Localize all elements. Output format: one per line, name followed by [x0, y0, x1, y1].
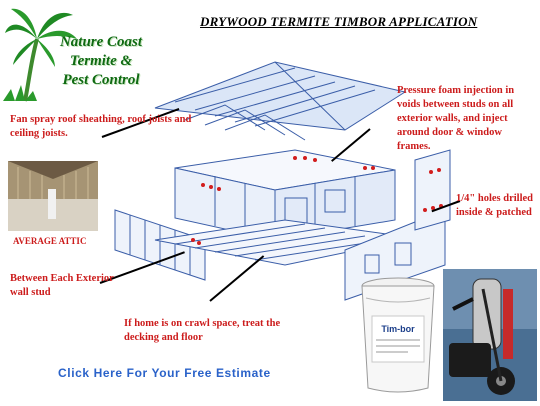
exploded-house-illustration: [114, 61, 451, 301]
logo-text[interactable]: Nature Coast Termite & Pest Control: [46, 33, 156, 90]
logo-line-3: Pest Control: [62, 72, 140, 88]
logo-line-1: Nature Coast: [59, 34, 143, 50]
sprayer-image: [443, 269, 537, 401]
logo-line-2: Termite &: [69, 53, 133, 69]
free-estimate-link[interactable]: Click Here For Your Free Estimate: [58, 366, 271, 380]
attic-photo: [8, 161, 98, 231]
timbor-bucket-photo: Tim-bor: [358, 276, 438, 396]
palm-tree-icon: [3, 8, 77, 102]
sprayer-equipment-photo: [443, 269, 537, 401]
bucket-brand-label: Tim-bor: [381, 324, 415, 334]
note-pressure-foam: Pressure foam injection in voids between…: [397, 85, 515, 152]
bucket-image: Tim-bor: [361, 277, 435, 393]
note-fan-spray: Fan spray roof sheathing, roof joists an…: [10, 114, 192, 139]
attic-caption: AVERAGE ATTIC: [13, 236, 87, 246]
attic-image: [8, 161, 98, 231]
page-title: DRYWOOD TERMITE TIMBOR APPLICATION: [200, 14, 478, 29]
note-crawl-space: If home is on crawl space, treat the dec…: [124, 318, 281, 343]
note-holes: 1/4" holes drilled inside & patched: [456, 193, 534, 218]
company-logo[interactable]: [3, 3, 155, 103]
house-diagram: [95, 50, 455, 320]
note-between-studs: Between Each Exterior wall stud: [10, 273, 114, 298]
